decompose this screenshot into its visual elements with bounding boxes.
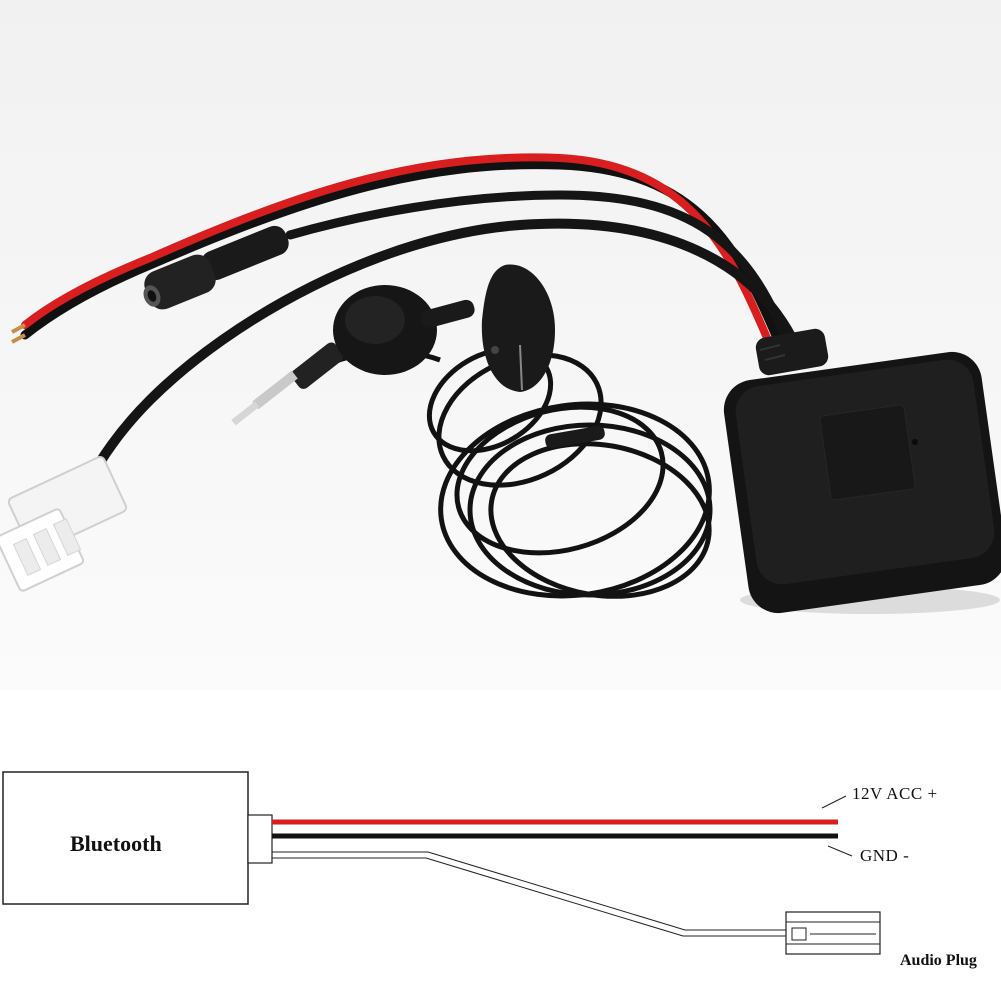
gnd-pointer [827,845,853,857]
audio-plug-label: Audio Plug [900,952,977,969]
bare-end-red [11,323,26,334]
audio-wire-b [427,851,786,931]
bare-end-black [11,333,26,344]
wiring-diagram-lines [2,771,881,955]
mic-clip [481,264,555,392]
connector-cable [85,218,805,485]
acc-pointer [821,795,847,809]
cable-tie [545,425,605,449]
white-connector [0,456,128,592]
bluetooth-module [723,328,1001,614]
product-photo [0,0,1001,690]
aux-cable [285,190,795,355]
black-power-wire [20,160,785,350]
audio-plug-icon [785,911,881,955]
female-jack [143,225,289,310]
bluetooth-box [2,771,249,905]
gnd-label: GND - [860,846,910,865]
mic-cable-coil [426,346,713,599]
microphone [333,285,475,375]
bluetooth-label: Bluetooth [70,831,162,856]
led-hole [912,439,918,445]
acc-label: 12V ACC + [852,784,938,803]
module-outlet [247,814,273,864]
cable-illustration [0,153,1001,614]
wiring-diagram: Bluetooth 12V ACC + GND - Audio Plug [0,690,1001,1001]
